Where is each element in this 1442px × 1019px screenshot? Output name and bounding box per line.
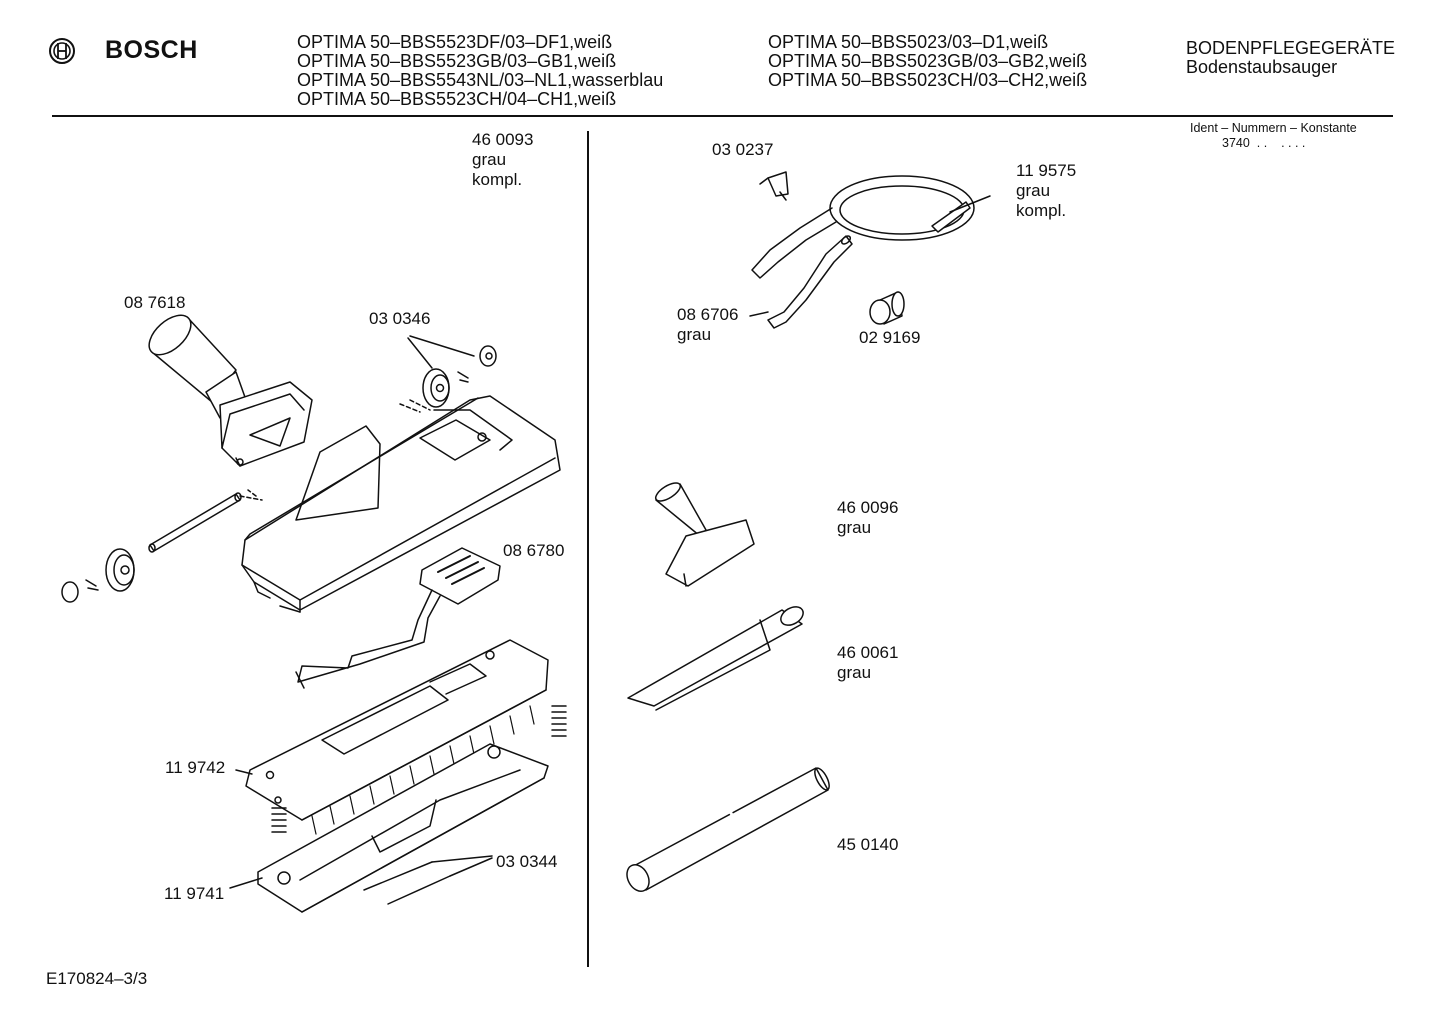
part-label-450140: 45 0140 <box>837 835 899 854</box>
spring-drawing <box>271 705 567 833</box>
leader-line <box>407 337 433 369</box>
part-label-119741: 11 9741 <box>164 884 225 903</box>
part-label-086706: 08 6706 grau <box>677 305 739 344</box>
nozzle-housing-drawing <box>241 395 561 613</box>
part-label-087618: 08 7618 <box>124 293 186 312</box>
part-label-119575: 11 9575 grau kompl. <box>1016 161 1077 220</box>
bent-tube-drawing <box>749 235 853 329</box>
header-rule <box>52 115 1393 117</box>
wheel-drawing <box>422 345 497 408</box>
model-line: OPTIMA 50–BBS5543NL/03–NL1,wasserblau <box>297 70 664 90</box>
upholstery-nozzle-drawing <box>654 482 755 587</box>
lever-drawing <box>295 547 501 689</box>
part-label-086780: 08 6780 <box>503 541 565 560</box>
axle-drawing <box>61 492 263 603</box>
model-line: OPTIMA 50–BBS5523GB/03–GB1,weiß <box>297 51 617 71</box>
model-list-right: OPTIMA 50–BBS5023/03–D1,weiß OPTIMA 50–B… <box>768 33 1087 90</box>
part-label-460093: 46 0093 grau kompl. <box>472 130 534 189</box>
leader-line <box>409 335 475 357</box>
part-label-030237: 03 0237 <box>712 140 774 159</box>
category-subtitle: Bodenstaubsauger <box>1186 57 1338 77</box>
part-label-460061: 46 0061 grau <box>837 643 899 682</box>
base-plate-drawing <box>229 743 549 913</box>
document-id: E170824–3/3 <box>46 969 148 988</box>
model-line: OPTIMA 50–BBS5523DF/03–DF1,weiß <box>297 32 613 52</box>
part-label-029169: 02 9169 <box>859 328 921 347</box>
bosch-armature-icon <box>49 38 75 64</box>
model-line: OPTIMA 50–BBS5523CH/04–CH1,weiß <box>297 89 617 109</box>
center-divider <box>587 131 589 967</box>
category-title: BODENPFLEGEGERÄTE <box>1186 38 1396 58</box>
hose-drawing <box>751 175 991 279</box>
ident-label: Ident – Nummern – Konstante <box>1190 121 1357 135</box>
part-label-030344: 03 0344 <box>496 852 558 871</box>
clip-drawing <box>759 171 789 201</box>
sole-plate-drawing <box>235 639 567 835</box>
model-line: OPTIMA 50–BBS5023/03–D1,weiß <box>768 32 1049 52</box>
ident-value: 3740 . . . . . . <box>1222 136 1306 150</box>
category-block: BODENPFLEGEGERÄTE Bodenstaubsauger <box>1186 39 1395 77</box>
part-label-030346: 03 0346 <box>369 309 431 328</box>
extension-tube-drawing <box>626 767 830 892</box>
part-label-460096: 46 0096 grau <box>837 498 899 537</box>
model-line: OPTIMA 50–BBS5023CH/03–CH2,weiß <box>768 70 1088 90</box>
model-line: OPTIMA 50–BBS5023GB/03–GB2,weiß <box>768 51 1088 71</box>
connector-drawing <box>869 291 905 325</box>
model-list-left: OPTIMA 50–BBS5523DF/03–DF1,weiß OPTIMA 5… <box>297 33 663 109</box>
part-label-119742: 11 9742 <box>165 758 226 777</box>
crevice-tool-drawing <box>627 606 804 711</box>
brand-name: BOSCH <box>105 36 198 64</box>
adapter-elbow-drawing <box>148 314 313 467</box>
